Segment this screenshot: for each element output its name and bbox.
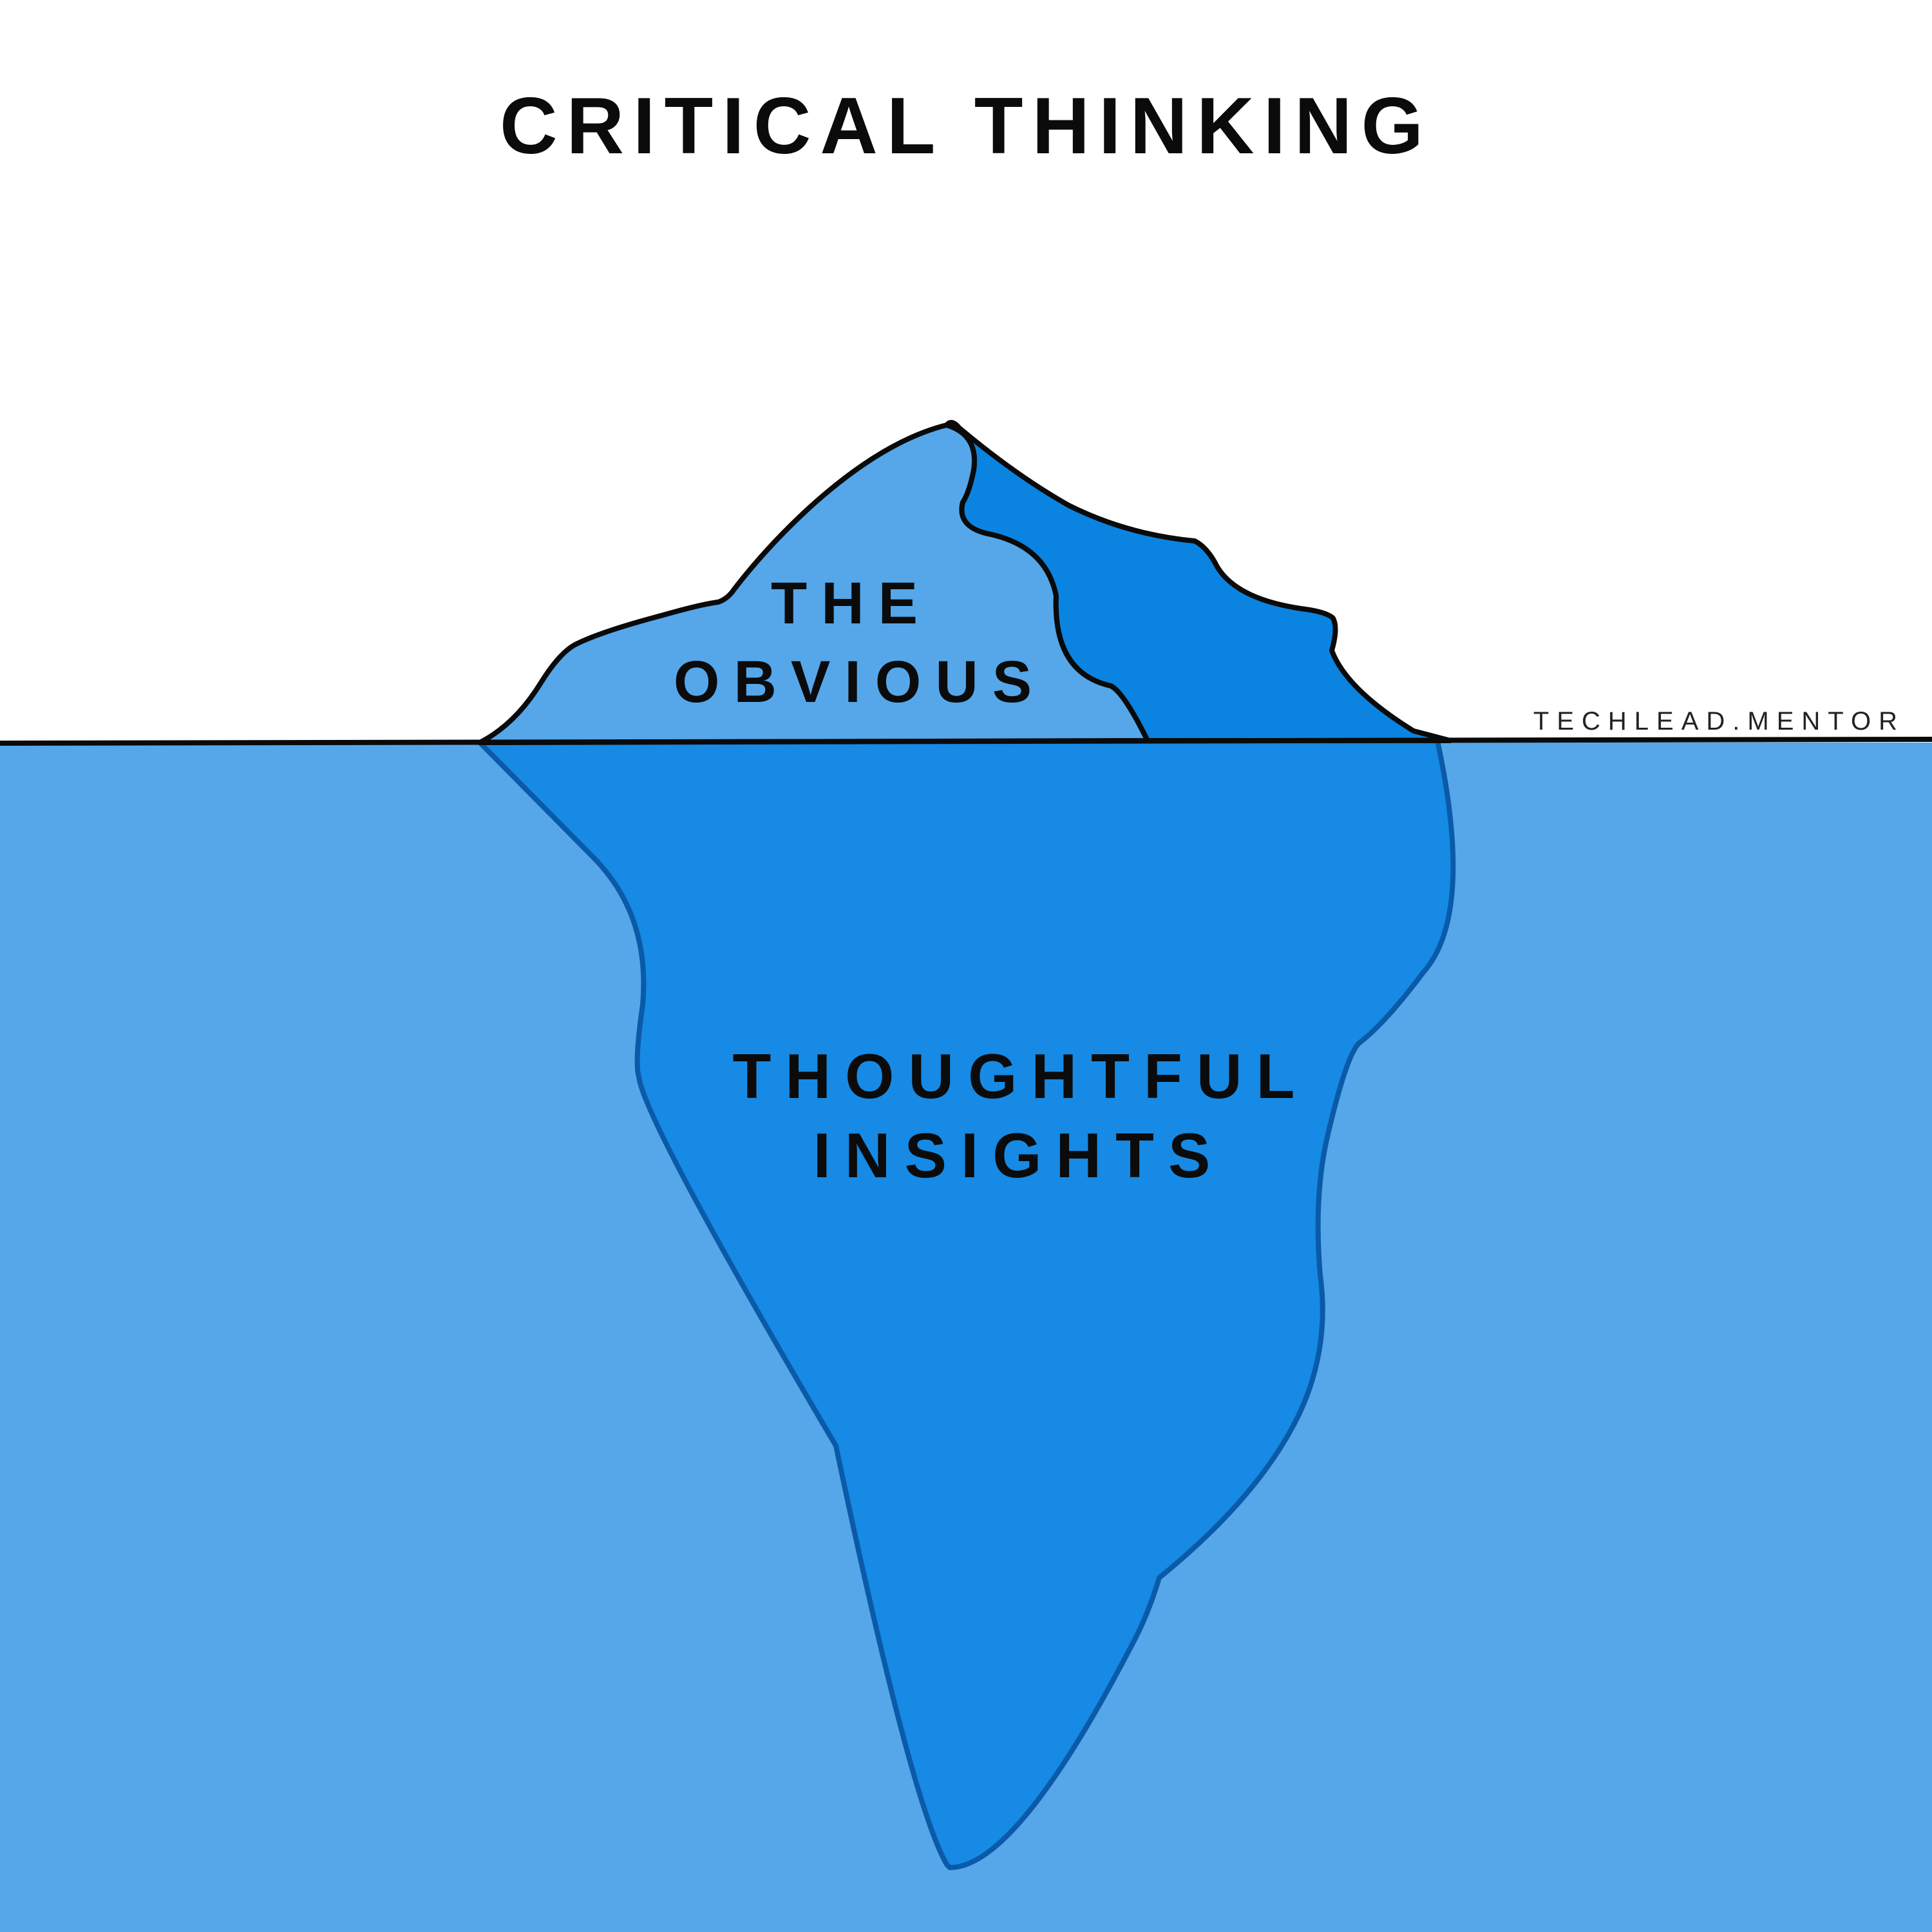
iceberg-submerged-body [477, 738, 1456, 1870]
iceberg-tip-dark-face [944, 420, 1453, 743]
brand-watermark: TECHLEAD.MENTOR [1533, 707, 1905, 735]
tip-label-line-1: THE [771, 571, 932, 636]
underwater-label-line-2: INSIGHTS [813, 1120, 1225, 1191]
tip-label-line-2: OBVIOUS [674, 649, 1046, 715]
waterline [0, 737, 1932, 746]
underwater-label-line-1: THOUGHTFUL [733, 1041, 1309, 1112]
page-title: CRITICAL THINKING [500, 82, 1432, 171]
